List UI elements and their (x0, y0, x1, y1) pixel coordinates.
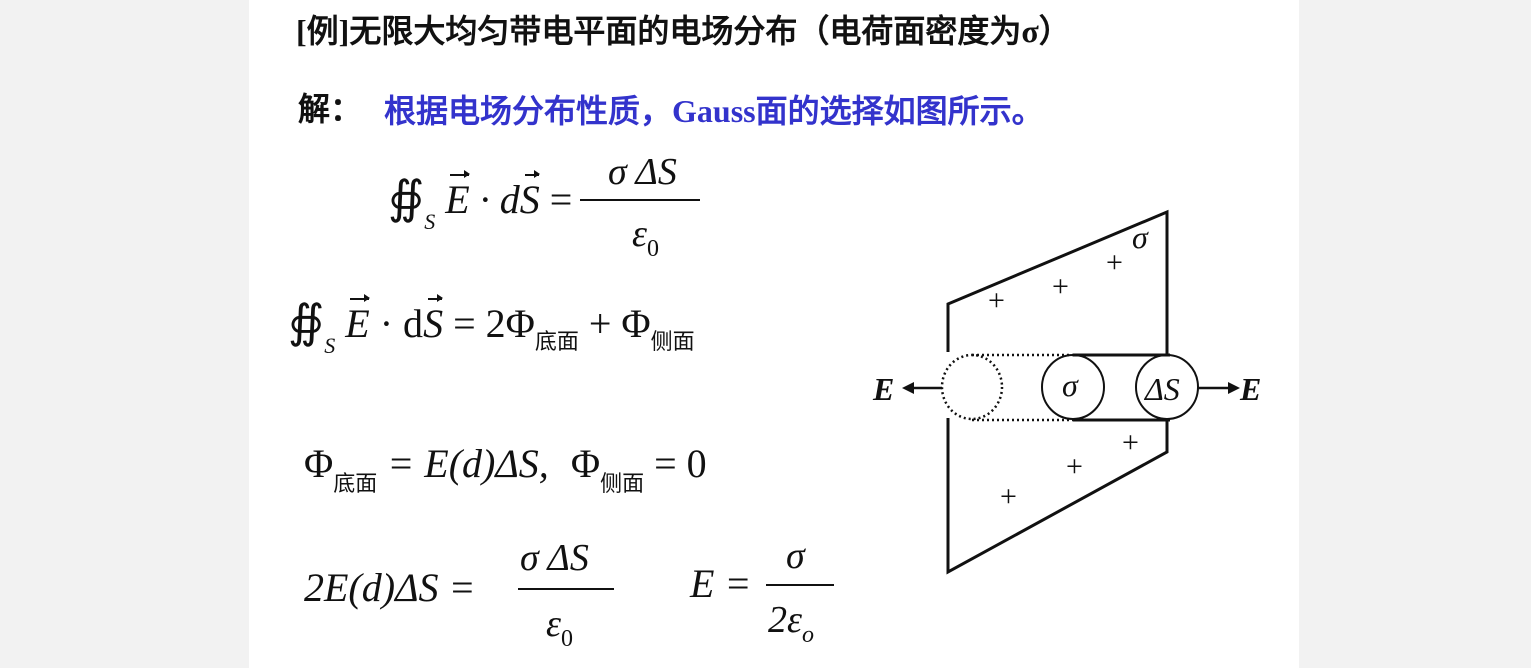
vector-E: E (345, 294, 371, 346)
equation-5-fraction-line (766, 584, 834, 586)
vector-S: S (423, 294, 444, 346)
equation-5-denominator: 2εo (768, 598, 814, 649)
equation-1-denominator: ε0 (632, 212, 659, 263)
solution-label: 解： (298, 91, 363, 127)
plane-sigma-label: σ (1132, 219, 1149, 255)
equation-1-numerator: σ ΔS (608, 151, 677, 193)
cylinder-middle-cross-section (1041, 354, 1105, 420)
right-field-label: E (1239, 371, 1261, 407)
phi-side: Φ (570, 441, 601, 486)
cylinder-left-cap (940, 353, 1004, 421)
surface-subscript: S (424, 209, 436, 234)
subscript-side: 侧面 (650, 329, 695, 354)
plus-sign: + (1052, 270, 1069, 303)
dot-d: · d (369, 301, 424, 346)
flux-bottom-value: = E(d)ΔS, (377, 441, 549, 486)
dot-d: · d (469, 177, 520, 222)
subscript-bottom: 底面 (333, 471, 378, 496)
rhs-2phi: = 2Φ (453, 301, 535, 346)
equals-sign: = (549, 177, 573, 222)
epsilon: ε (546, 603, 561, 645)
epsilon-subscript: o (801, 622, 814, 648)
epsilon-subscript: 0 (560, 626, 573, 652)
epsilon-subscript: 0 (646, 236, 659, 262)
epsilon: ε (632, 213, 647, 255)
equation-4-fraction-line (518, 588, 614, 590)
equation-1-fraction-line (580, 199, 700, 201)
plus-sign: + (1106, 246, 1123, 279)
subscript-bottom: 底面 (534, 329, 579, 354)
rhs-plus-phi: + Φ (578, 301, 651, 346)
surface-integral-symbol: ∯ (388, 172, 425, 223)
flux-side-value: = 0 (644, 441, 707, 486)
surface-subscript: S (324, 333, 336, 358)
equation-1-lhs: ∯S E · dS = (388, 170, 572, 235)
phi-bottom: Φ (304, 441, 334, 486)
slide-title: [例]无限大均匀带电平面的电场分布（电荷面密度为σ） (296, 13, 1071, 49)
equation-4-lhs: 2E(d)ΔS = (304, 565, 476, 610)
plus-sign: + (988, 284, 1005, 317)
equation-3: Φ底面 = E(d)ΔS, Φ侧面 = 0 (304, 440, 707, 498)
cross-section-sigma-label: σ (1062, 367, 1079, 403)
surface-integral-symbol: ∯ (288, 296, 325, 347)
charged-plane-bottom-part (946, 418, 1169, 575)
solution-text: 根据电场分布性质，Gauss面的选择如图所示。 (384, 93, 1044, 129)
right-field-arrowhead (1228, 382, 1240, 394)
left-field-arrowhead (902, 382, 914, 394)
subscript-side: 侧面 (600, 471, 645, 496)
equation-4-numerator: σ ΔS (520, 537, 589, 579)
equation-5-numerator: σ (786, 535, 805, 577)
plus-sign: + (1000, 480, 1017, 513)
left-field-label: E (872, 371, 894, 407)
equation-4-denominator: ε0 (546, 602, 573, 653)
slide-background (249, 0, 1299, 668)
equation-2: ∯S E · dS = 2Φ底面 + Φ侧面 (288, 294, 695, 359)
vector-S: S (519, 170, 540, 222)
charged-plane-top-part (946, 209, 1169, 355)
plus-sign: + (1122, 426, 1139, 459)
delta-s-label: ΔS (1143, 371, 1180, 407)
equation-5-lhs: E = (690, 561, 752, 606)
vector-E: E (445, 170, 471, 222)
plus-sign: + (1066, 450, 1083, 483)
two-epsilon: 2ε (768, 599, 802, 641)
